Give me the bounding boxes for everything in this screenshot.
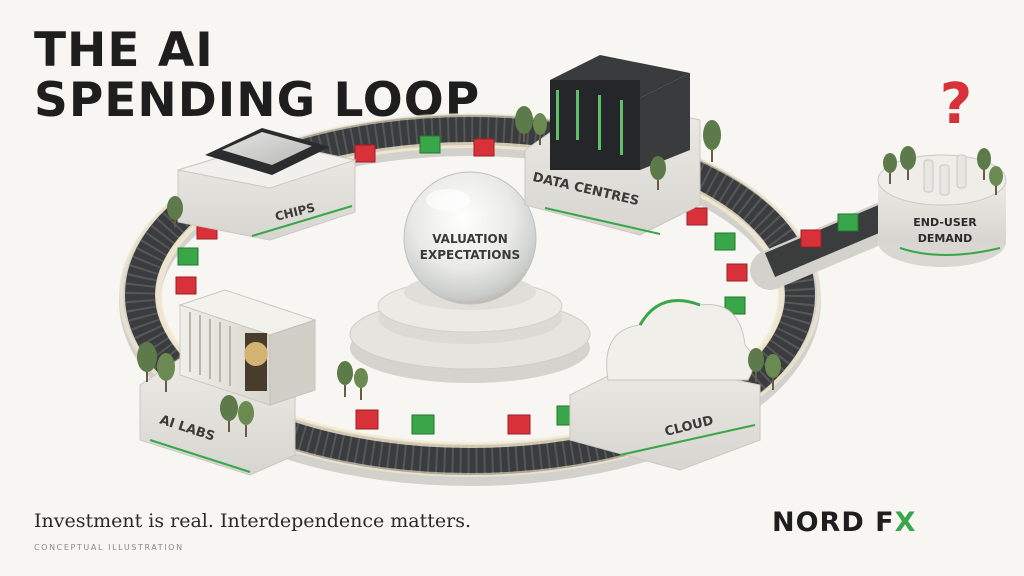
tree-icon xyxy=(765,354,781,390)
tree-icon xyxy=(515,106,533,142)
green-cube xyxy=(837,213,859,232)
tree-icon xyxy=(238,401,254,437)
tree-icon xyxy=(220,395,238,432)
tagline: Investment is real. Interdependence matt… xyxy=(34,510,472,532)
end-user-label-line-2: DEMAND xyxy=(918,232,972,245)
tree-icon xyxy=(650,156,666,190)
brain-sculpture-icon xyxy=(244,342,268,366)
tree-icon xyxy=(137,342,157,382)
red-cube xyxy=(686,207,708,226)
brand-name: NORD F xyxy=(772,507,895,538)
red-cube xyxy=(175,276,197,295)
valuation-label-line-2: EXPECTATIONS xyxy=(420,248,520,262)
trees xyxy=(137,106,1003,437)
red-cube xyxy=(354,144,376,163)
tree-icon xyxy=(337,361,353,397)
green-cube xyxy=(724,296,746,315)
cloud-station: CLOUD xyxy=(569,299,761,471)
green-cube xyxy=(419,135,441,154)
tree-icon xyxy=(748,348,764,382)
tree-icon xyxy=(989,166,1003,195)
chips-station: CHIPS xyxy=(177,128,357,241)
tree-icon xyxy=(883,153,897,184)
red-cube xyxy=(473,138,495,157)
tree-icon xyxy=(354,368,368,400)
tree-icon xyxy=(703,120,721,162)
brand-logo: NORD FX xyxy=(772,507,916,538)
red-cube xyxy=(800,229,822,248)
conveyor-loop xyxy=(119,113,821,486)
ai-labs-station: AI LABS xyxy=(139,289,317,476)
end-user-label-line-1: END-USER xyxy=(913,216,977,229)
tree-icon xyxy=(533,113,547,145)
tree-icon xyxy=(900,146,916,180)
data-centres-station: DATA CENTRES xyxy=(524,55,701,236)
red-cube xyxy=(355,409,379,430)
green-cube xyxy=(714,232,736,251)
valuation-centerpiece: VALUATION EXPECTATIONS xyxy=(349,171,591,383)
tree-icon xyxy=(977,148,991,180)
green-cube xyxy=(177,247,199,266)
caption: CONCEPTUAL ILLUSTRATION xyxy=(34,543,184,552)
question-mark-icon: ? xyxy=(940,72,972,137)
end-user-demand-station: ? END-USER DEMAND xyxy=(877,72,1007,267)
green-cube xyxy=(411,414,435,435)
valuation-label-line-1: VALUATION xyxy=(432,232,508,246)
brand-accent: X xyxy=(894,507,917,538)
title-line-1: THE AI xyxy=(34,23,214,78)
red-cube xyxy=(507,414,531,435)
tree-icon xyxy=(157,353,175,392)
red-cube xyxy=(726,263,748,282)
tree-icon xyxy=(167,196,183,227)
